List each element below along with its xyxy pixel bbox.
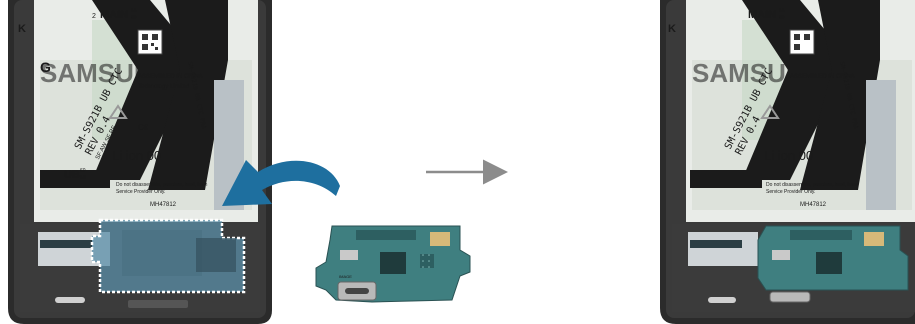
right-li-ion: Li ion 00	[764, 148, 813, 163]
left-main-small-top: 55	[131, 8, 137, 14]
loose-sub-board: IMAGE	[316, 226, 470, 302]
highlighted-inner	[122, 230, 202, 276]
left-main-tag: MAIN	[100, 9, 128, 21]
right-model-number: MH47812	[800, 202, 827, 208]
loose-board-chip	[380, 252, 406, 274]
right-bottom-bracket	[688, 232, 758, 266]
left-li-ion: Li ion 00	[112, 148, 161, 163]
left-ub-label: UB	[64, 169, 80, 181]
left-main-small-bottom: 60	[131, 15, 137, 21]
right-phone: SAMSUNG CS MAIN 55 60 K SM-S921B UB CTC …	[660, 0, 915, 324]
left-puncture-1: Do not disassemble, puncture, heat, burn	[116, 182, 208, 188]
left-model-number: MH47812	[150, 202, 177, 208]
left-technology: Technology Limited	[138, 84, 189, 90]
left-phone: SAMSUNG CS 2 MAIN 55 60 K SM-S921B UB CT…	[8, 0, 272, 324]
left-ub-small-top: 60	[80, 168, 86, 174]
right-main-tag: MAIN	[748, 9, 776, 21]
right-main-small-top: 55	[779, 8, 785, 14]
loose-board-shield	[340, 250, 358, 260]
right-qr-code	[790, 30, 814, 54]
left-qr-code	[138, 30, 162, 54]
right-puncture-2: Service Provider Only.	[766, 189, 815, 195]
right-usb-c-port	[770, 292, 810, 302]
right-speaker-grille	[708, 297, 736, 303]
loose-board-small-label: IMAGE	[339, 274, 352, 279]
left-speaker-grille	[55, 297, 85, 303]
left-bottom-port	[128, 300, 188, 308]
left-puncture-2: Service Provider Only.	[116, 189, 165, 195]
left-main-prefix: 2	[92, 13, 96, 20]
left-edge-letter: K	[18, 23, 26, 35]
left-ub-small-bottom: 58	[80, 175, 86, 181]
right-main-small-bottom: 60	[779, 15, 785, 21]
right-side-bracket	[866, 80, 896, 210]
loose-board-gold-pad	[430, 232, 450, 246]
right-edge-letter: K	[668, 23, 676, 35]
right-assembled-in: ASSEMBLED IN CHINA	[790, 74, 855, 80]
right-puncture-1: Do not disassemble, puncture, heat, burn	[766, 182, 858, 188]
left-ce-mark-icon: C€	[138, 123, 149, 132]
left-assembled-in: ASSEMBLED IN CHINA	[138, 74, 203, 80]
left-battery-g: G	[40, 59, 51, 75]
loose-board-connector	[356, 230, 416, 240]
